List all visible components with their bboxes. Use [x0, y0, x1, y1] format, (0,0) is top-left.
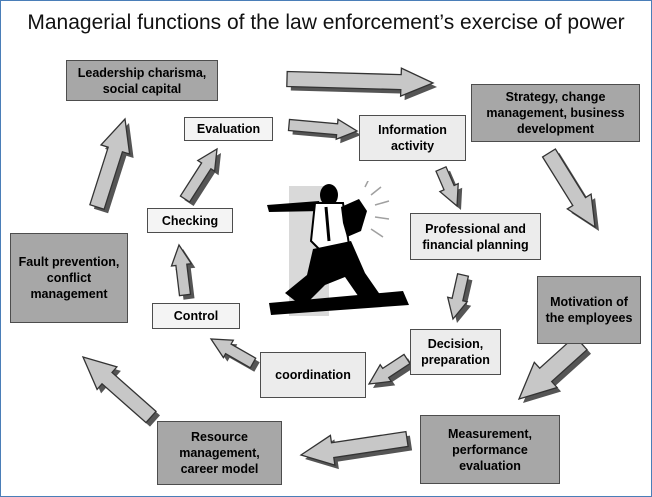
arrow-coordination-to-control	[209, 338, 260, 372]
box-measurement-performance: Measurement, performance evaluation	[420, 415, 560, 484]
arrow-decision-to-coordination	[367, 353, 414, 388]
box-control: Control	[152, 303, 240, 329]
box-coordination: coordination	[260, 352, 366, 398]
arrow-fault-to-leadership	[89, 117, 134, 214]
arrow-checking-to-evaluation	[179, 147, 221, 206]
box-professional-financial-planning: Professional and financial planning	[410, 213, 541, 260]
leader-pointing-figure-icon	[267, 181, 409, 316]
arrow-measurement-to-resource	[299, 430, 413, 470]
arrow-leadership-to-strategy	[286, 67, 437, 101]
box-motivation-employees: Motivation of the employees	[537, 276, 641, 344]
box-evaluation: Evaluation	[184, 117, 273, 141]
arrow-information-to-planning	[435, 165, 463, 210]
arrow-evaluation-to-information	[287, 118, 361, 144]
arrow-strategy-to-motivation	[541, 148, 599, 231]
box-strategy-change-management: Strategy, change management, business de…	[471, 84, 640, 142]
box-information-activity: Information activity	[359, 115, 466, 161]
box-fault-prevention: Fault prevention, conflict management	[10, 233, 128, 323]
arrow-motivation-to-measurement	[517, 335, 591, 403]
arrow-planning-to-decision	[446, 273, 473, 323]
diagram-title: Managerial functions of the law enforcem…	[27, 11, 625, 34]
arrow-resource-to-fault	[81, 355, 160, 427]
box-checking: Checking	[147, 208, 233, 233]
box-decision-preparation: Decision, preparation	[410, 329, 501, 375]
arrow-control-to-checking	[170, 243, 196, 300]
box-resource-management: Resource management, career model	[157, 421, 282, 485]
box-leadership-charisma: Leadership charisma, social capital	[66, 60, 218, 101]
